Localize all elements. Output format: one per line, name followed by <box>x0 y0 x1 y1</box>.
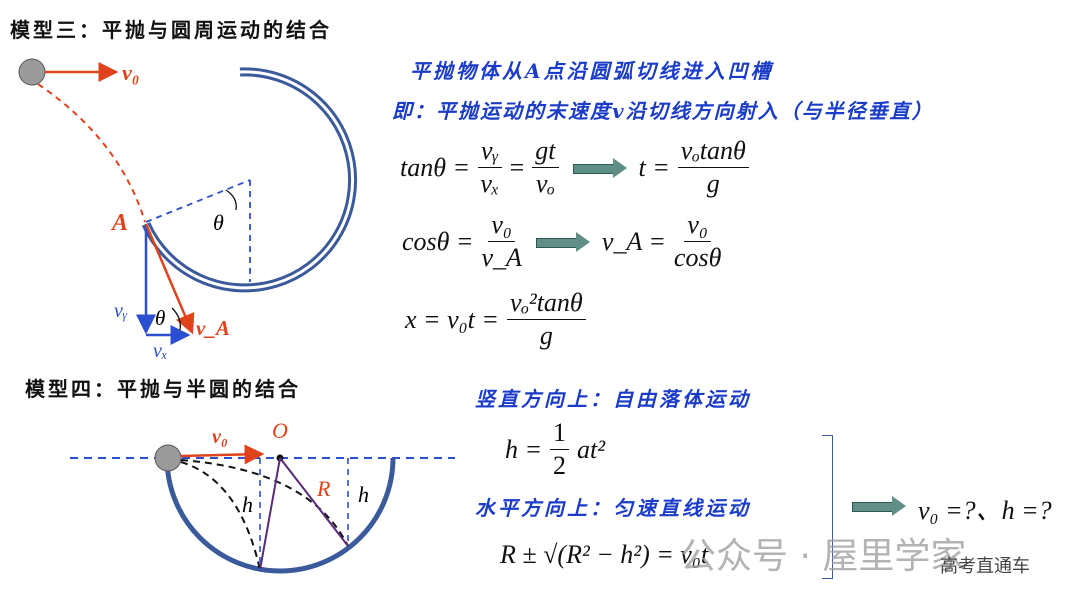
eq4-den: 2 <box>553 451 567 480</box>
v0-label-2: v₀ <box>212 426 228 448</box>
groove-arc <box>141 67 358 293</box>
theta2-label: θ <box>155 306 166 330</box>
eq1-f3-den: g <box>706 169 720 198</box>
equation-r: R ± √(R² − h²) = v₀t <box>500 540 708 570</box>
eq1-f2-den: vₒ <box>535 169 555 198</box>
v0-label: v₀ <box>122 60 140 85</box>
h-label-2: h <box>358 482 369 507</box>
model3-diagram <box>18 58 455 574</box>
semicircle <box>164 457 396 574</box>
theta2-angle <box>171 307 181 331</box>
note-vertical: 竖直方向上：自由落体运动 <box>475 387 751 411</box>
result-arrow-icon <box>846 496 912 517</box>
eq2-f1-den: v_A <box>481 243 522 272</box>
eq3-den: g <box>539 321 553 350</box>
ball-2 <box>154 444 182 472</box>
ball <box>18 58 46 86</box>
eq1-rhs: t = <box>638 152 670 182</box>
point-a-label: A <box>112 210 129 236</box>
trajectory-1 <box>180 461 261 571</box>
eq1-f2-num: gt <box>532 138 559 168</box>
eq3-lhs: x = v₀t = <box>405 304 499 334</box>
result: v₀ =?、h =? <box>918 490 1052 527</box>
radius-2 <box>279 457 349 547</box>
model3-title: 模型三：平抛与圆周运动的结合 <box>10 18 332 42</box>
right-arrow-icon <box>572 157 627 178</box>
eq1-f1-den: vₓ <box>480 169 500 198</box>
radius-1 <box>259 457 281 571</box>
trajectory <box>37 83 146 223</box>
vA-arrow <box>144 223 195 335</box>
bracket <box>822 435 833 579</box>
theta-angle <box>225 189 237 211</box>
note-line1: 平抛物体从A点沿圆弧切线进入凹槽 <box>410 59 774 83</box>
eq5-text: R ± √(R² − h²) = v₀t <box>500 540 709 569</box>
eq2-f1-num: v₀ <box>488 212 515 242</box>
eq1-lhs: tanθ = <box>400 152 471 182</box>
theta-label: θ <box>213 210 224 235</box>
h-label-1: h <box>242 492 253 517</box>
radius-r-label: R <box>317 476 331 501</box>
vA-label: v_A <box>196 316 230 340</box>
radius-line <box>145 179 251 223</box>
v0-arrow-2 <box>180 444 265 465</box>
eq1-f3-num: vₒtanθ <box>677 138 749 168</box>
result-text: v₀ =?、h =? <box>918 496 1052 525</box>
center-o-label: O <box>272 418 288 443</box>
eq3-num: vₒ²tanθ <box>506 290 586 320</box>
right-arrow-icon <box>535 231 590 252</box>
eq2-f2-num: v₀ <box>684 212 711 242</box>
note-horizontal: 水平方向上：匀速直线运动 <box>475 496 751 520</box>
eq4-num: 1 <box>550 420 570 450</box>
eq2-rhs: v_A = <box>601 226 666 256</box>
eq1-f1-num: vᵧ <box>478 138 502 168</box>
watermark-sub: 高考直通车 <box>940 556 1030 577</box>
eq2-f2-den: cosθ <box>673 243 722 272</box>
trajectory-2 <box>180 459 349 547</box>
eq4-rhs: at² <box>577 434 606 464</box>
eq1-equals: = <box>509 152 525 182</box>
note-line2: 即：平抛运动的末速度v沿切线方向射入（与半径垂直） <box>392 99 934 123</box>
eq2-lhs: cosθ = <box>402 226 474 256</box>
watermark: 公众号 · 屋里学家 <box>680 536 967 577</box>
model4-title: 模型四：平抛与半圆的结合 <box>25 377 301 401</box>
eq4-lhs: h = <box>505 434 543 464</box>
vx-label: vₓ <box>153 340 168 362</box>
vy-label: vᵧ <box>114 300 128 322</box>
